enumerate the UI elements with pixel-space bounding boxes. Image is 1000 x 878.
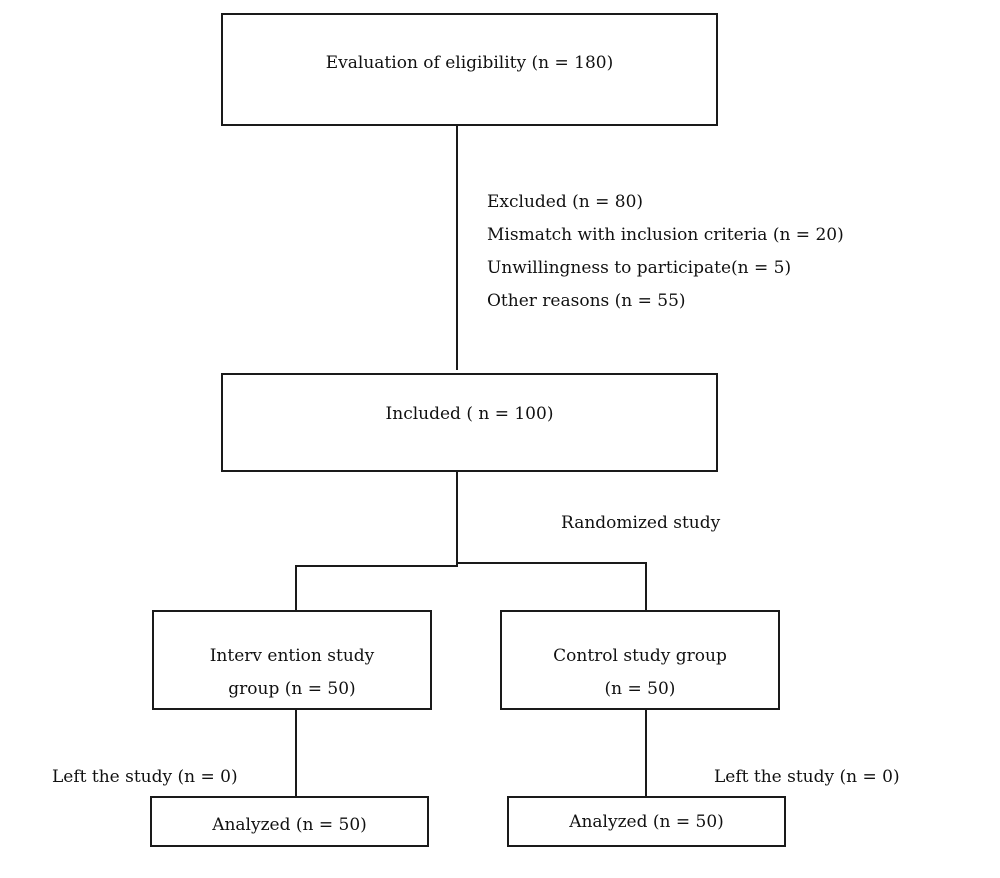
split-line-right bbox=[456, 562, 647, 564]
control-group-box: Control study group (n = 50) bbox=[500, 610, 780, 710]
excluded-reason-unwillingness: Unwillingness to participate(n = 5) bbox=[487, 258, 792, 278]
control-line2: (n = 50) bbox=[604, 679, 676, 699]
analyzed-control-label: Analyzed (n = 50) bbox=[569, 812, 724, 832]
left-study-intervention-label: Left the study (n = 0) bbox=[52, 767, 238, 787]
intervention-line1: Interv ention study bbox=[209, 646, 375, 666]
eligibility-label: Evaluation of eligibility (n = 180) bbox=[325, 53, 614, 73]
connector-included-down bbox=[456, 472, 458, 566]
left-study-control-label: Left the study (n = 0) bbox=[714, 767, 900, 787]
excluded-title: Excluded (n = 80) bbox=[487, 192, 644, 212]
connector-intervention-to-analyzed bbox=[295, 710, 297, 796]
connector-eligibility-to-included bbox=[456, 126, 458, 370]
randomized-label: Randomized study bbox=[561, 513, 721, 533]
split-line-left bbox=[295, 565, 458, 567]
intervention-line2: group (n = 50) bbox=[228, 679, 356, 699]
analyzed-intervention-label: Analyzed (n = 50) bbox=[212, 815, 367, 835]
connector-control-to-analyzed bbox=[645, 710, 647, 796]
excluded-reason-other: Other reasons (n = 55) bbox=[487, 291, 686, 311]
drop-to-intervention bbox=[295, 565, 297, 611]
analyzed-intervention-box: Analyzed (n = 50) bbox=[150, 796, 429, 847]
excluded-reason-mismatch: Mismatch with inclusion criteria (n = 20… bbox=[487, 225, 844, 245]
intervention-group-box: Interv ention study group (n = 50) bbox=[152, 610, 432, 710]
analyzed-control-box: Analyzed (n = 50) bbox=[507, 796, 786, 847]
eligibility-box: Evaluation of eligibility (n = 180) bbox=[221, 13, 718, 126]
included-label: Included ( n = 100) bbox=[385, 404, 554, 424]
drop-to-control bbox=[645, 562, 647, 611]
control-line1: Control study group bbox=[553, 646, 727, 666]
included-box: Included ( n = 100) bbox=[221, 373, 718, 472]
